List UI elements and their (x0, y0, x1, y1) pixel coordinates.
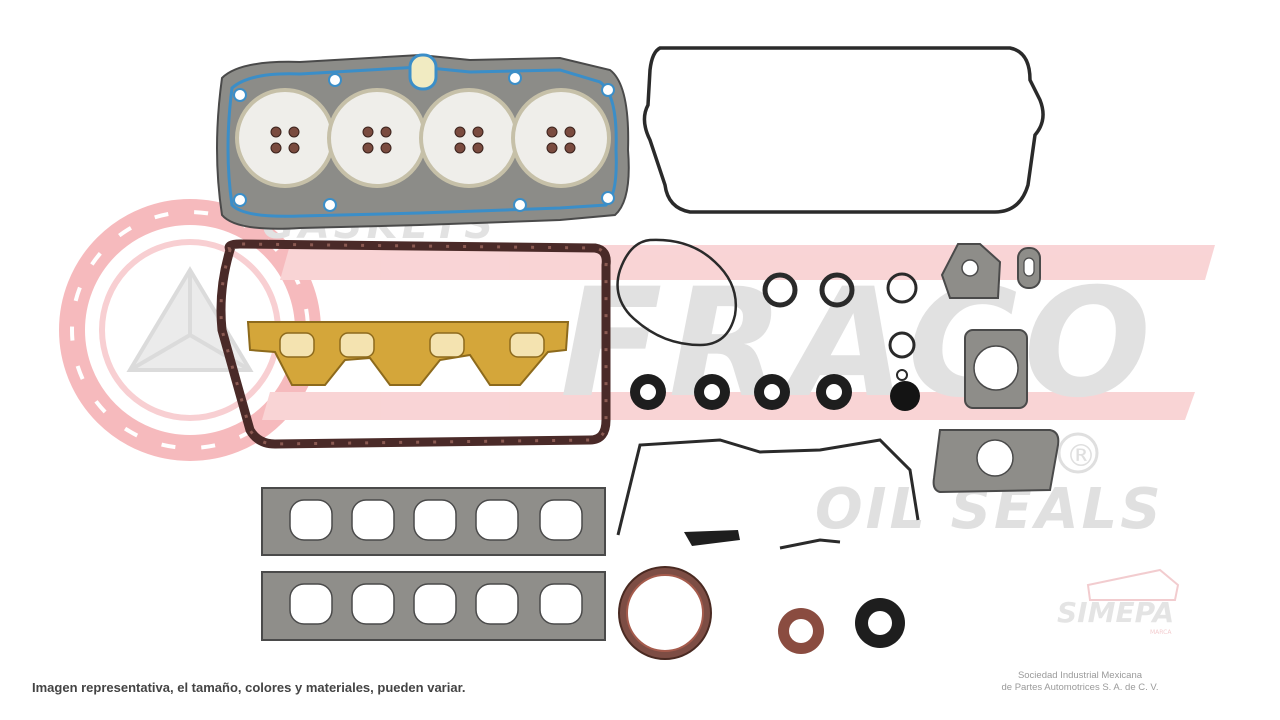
valve-seals (270, 126, 576, 154)
cylinder-bores (235, 88, 611, 188)
small-oval-gasket (1017, 247, 1041, 289)
simepa-logo-text: SIMEPA (1057, 596, 1174, 629)
intake-manifold-gasket-upper (261, 487, 606, 556)
red-stripe-bottom (262, 392, 1195, 420)
oil-pan-gasket (216, 239, 611, 449)
registered-mark-icon (1057, 432, 1099, 474)
registered-mark: ® (1066, 439, 1096, 474)
camshaft-seal (855, 598, 905, 648)
timing-cover-seal (616, 438, 920, 536)
small-seal-strip-left (684, 530, 740, 546)
thermostat-housing-gasket (932, 429, 1060, 494)
spark-plug-seals (630, 374, 920, 411)
company-line1: Sociedad Industrial Mexicana (1017, 670, 1143, 681)
water-pump-gasket (616, 238, 738, 347)
small-seal-strip-right (779, 538, 841, 550)
o-rings (762, 272, 918, 381)
rear-main-seal (618, 566, 712, 660)
simepa-logo-sub: MARCA (1150, 629, 1172, 636)
head-gasket (216, 53, 630, 230)
simepa-logo: SIMEPA MARCA (1057, 568, 1180, 636)
intake-manifold-gasket-lower (261, 571, 606, 641)
company-line2: de Partes Automotrices S. A. de C. V. (1001, 682, 1159, 693)
valve-cover-gasket (642, 46, 1045, 214)
egr-gasket (940, 243, 1002, 299)
company-info: Sociedad Industrial Mexicana de Partes A… (950, 670, 1210, 694)
front-crank-seal (778, 608, 824, 654)
exhaust-manifold-gasket (246, 321, 570, 386)
throttle-body-gasket (964, 329, 1028, 409)
disclaimer-caption: Imagen representativa, el tamaño, colore… (32, 680, 466, 695)
